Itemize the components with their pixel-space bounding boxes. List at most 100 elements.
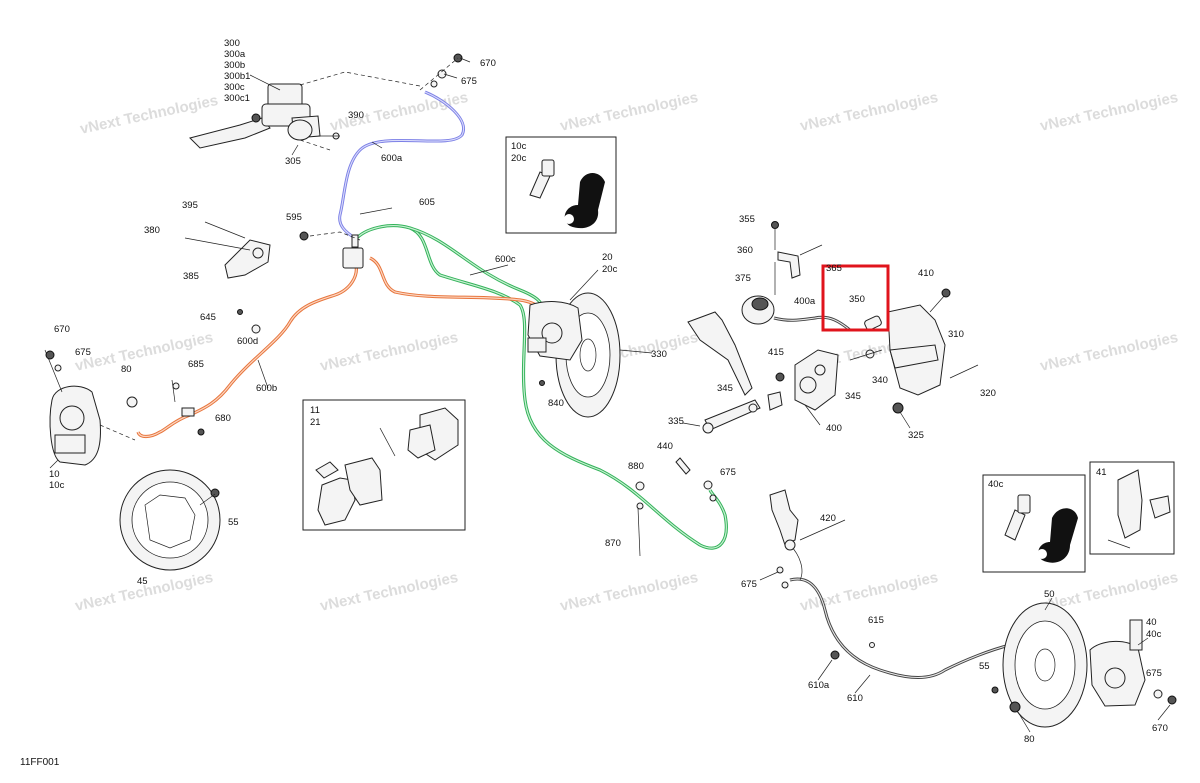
callout-675-left: 675 [75,347,91,358]
callout-300b1: 300b1 [224,71,250,82]
callout-670-right: 670 [1152,723,1168,734]
callout-420: 420 [820,513,836,524]
callout-355: 355 [739,214,755,225]
callout-400a: 400a [794,296,816,307]
inset-label-40c: 40c [988,479,1004,490]
callout-40c: 40c [1146,629,1162,640]
callout-610: 610 [847,693,863,704]
callout-80-left: 80 [121,364,132,375]
front-disc-45 [119,469,221,571]
callout-675-rear: 675 [741,579,757,590]
watermark: vNext Technologies [559,89,700,135]
callout-375: 375 [735,273,751,284]
highlight-box [821,264,890,332]
banjo-bolts-top [419,53,463,91]
bolts-685-680 [171,309,261,436]
center-fittings [635,457,717,557]
leader-lines [49,57,1171,733]
callout-670-left: 670 [54,324,70,335]
callout-20: 20 [602,252,613,263]
callout-610a: 610a [808,680,830,691]
callout-50: 50 [1044,589,1055,600]
callout-840: 840 [548,398,564,409]
inset-label-41: 41 [1096,467,1107,478]
rear-sensor-420 [769,489,875,660]
callout-55-right: 55 [979,661,990,672]
callout-300c: 300c [224,82,245,93]
callout-675-top: 675 [461,76,477,87]
callout-595: 595 [286,212,302,223]
callout-600c: 600c [495,254,516,265]
callout-10c: 10c [49,480,65,491]
watermark: vNext Technologies [799,89,940,135]
callout-670-top: 670 [480,58,496,69]
callout-40: 40 [1146,617,1157,628]
callout-380: 380 [144,225,160,236]
inset-label-10c: 10c [511,141,527,152]
callout-45: 45 [137,576,148,587]
callout-325: 325 [908,430,924,441]
callout-80-right: 80 [1024,734,1035,745]
callout-350: 350 [849,294,865,305]
callout-600d: 600d [237,336,258,347]
callout-870: 870 [605,538,621,549]
inset-label-11: 11 [310,405,320,416]
junction-block [299,207,393,269]
callout-330: 330 [651,349,667,360]
brake-line-blue [338,90,465,240]
callout-600a: 600a [381,153,403,164]
callout-675-right: 675 [1146,668,1162,679]
callout-300: 300 [224,38,240,49]
inset-front-bleeder: 10c 20c [505,136,617,234]
watermark: vNext Technologies [79,92,220,138]
callout-605: 605 [419,197,435,208]
callout-395: 395 [182,200,198,211]
rear-master-group [687,221,979,434]
rear-caliper-40 [991,619,1177,713]
callout-305: 305 [285,156,301,167]
callout-880: 880 [628,461,644,472]
inset-rear-bleeder: 40c [982,474,1086,573]
watermark: vNext Technologies [1039,329,1180,375]
callout-365: 365 [826,263,842,274]
inset-label-20c: 20c [511,153,527,164]
bracket-385 [184,221,271,279]
callout-680: 680 [215,413,231,424]
callout-360: 360 [737,245,753,256]
inset-rear-pads: 41 [1089,461,1175,555]
callout-335: 335 [668,416,684,427]
callout-340: 340 [872,375,888,386]
callout-20c: 20c [602,264,618,275]
callout-600b: 600b [256,383,277,394]
callout-320: 320 [980,388,996,399]
callout-645: 645 [200,312,216,323]
callout-390: 390 [348,110,364,121]
inset-front-pads: 11 21 [302,399,466,531]
front-right-caliper [527,301,583,386]
watermark: vNext Technologies [1039,89,1180,135]
callout-345-right: 345 [845,391,861,402]
watermark: vNext Technologies [319,329,460,375]
inset-label-21: 21 [310,417,321,428]
callout-685: 685 [188,359,204,370]
watermark: vNext Technologies [319,569,460,615]
callout-labels: 300 300a 300b 300b1 300c 300c1 305 390 6… [49,38,1168,745]
callout-300b: 300b [224,60,245,71]
callout-345-left: 345 [717,383,733,394]
callout-415: 415 [768,347,784,358]
figure-code: 11FF001 [20,757,60,768]
callout-675-center: 675 [720,467,736,478]
callout-55-left: 55 [228,517,239,528]
front-left-caliper [44,349,138,466]
callout-10: 10 [49,469,60,480]
callout-385: 385 [183,271,199,282]
rear-disc-50 [1002,602,1088,728]
callout-410: 410 [918,268,934,279]
callout-440: 440 [657,441,673,452]
watermark: vNext Technologies [559,569,700,615]
callout-300a: 300a [224,49,246,60]
watermark: vNext Technologies [799,569,940,615]
callout-310: 310 [948,329,964,340]
